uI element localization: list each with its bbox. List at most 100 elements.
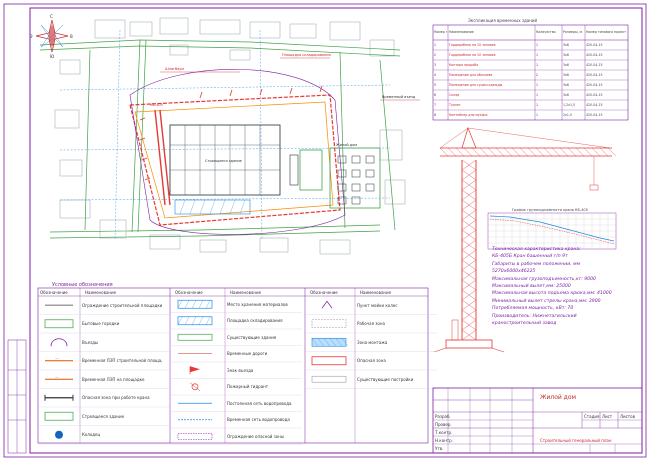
legend-symbol [177, 299, 213, 309]
explication-cell: Контейнер для мусора [449, 113, 488, 117]
legend-col-header: Обозначение [40, 290, 68, 295]
explication-cell: Контора прораба [449, 63, 479, 67]
legend-symbol [177, 333, 213, 341]
legend-symbol [50, 338, 68, 347]
legend-symbol [177, 316, 213, 326]
plan-label-barrier: Шлагбаум [165, 67, 184, 71]
title-block-subtitle: Строительный генеральный план [540, 438, 612, 443]
explication-cell: Туалет [449, 103, 461, 107]
inner-frame [29, 7, 643, 454]
crane-spec-line: КБ-405Б Кран башенный г/п 9т [492, 254, 568, 260]
legend-label: Ограждение строительной площадки [82, 302, 162, 308]
crane-spec-line: Производитель: Нижнетагильский [492, 313, 577, 319]
explication-cell: 420-04-15 [586, 103, 603, 107]
legend-symbol [311, 319, 347, 329]
explication-cell: 420-04-15 [586, 73, 603, 77]
legend-symbol [44, 319, 74, 329]
site-fence [129, 94, 341, 226]
explication-cell: 2 [536, 73, 539, 77]
legend-label: Временная ЛЭП строительной площадки [82, 358, 162, 364]
tower-crane-drawing [433, 126, 617, 353]
explication-cell: 3х6 [563, 53, 569, 57]
legend-symbol: — [45, 375, 73, 380]
explication-cell: 1,2х1,5 [563, 103, 576, 107]
explication-table [432, 24, 629, 121]
title-block-title: Жилой дом [540, 394, 577, 401]
plan-label-entry: Временный въезд [382, 95, 416, 99]
temporary-power-line [134, 101, 334, 219]
legend-symbol [311, 375, 347, 383]
explication-cell: 420-04-15 [586, 43, 603, 47]
legend-label: Опасная зона [357, 358, 386, 364]
explication-cell: 420-04-15 [586, 53, 603, 57]
title-block-sheet: Лист [602, 414, 613, 419]
legend-label: Рабочая зона [357, 321, 385, 327]
crane-capacity-chart [487, 212, 617, 250]
crane-spec-line: Минимальный вылет стрелы крана,мм: 3900 [492, 298, 601, 304]
explication-cell: 420-04-15 [586, 93, 603, 97]
legend-symbol [189, 382, 201, 391]
explication-cell: 420-04-15 [586, 83, 603, 87]
site-plan: Шлагбаум Площадка складирования Строящее… [30, 14, 420, 255]
legend-title: Условные обозначения [52, 282, 113, 288]
title-role-4: Утв. [435, 446, 444, 451]
explication-cell: 5 [434, 83, 437, 87]
explication-cell: 6 [434, 93, 437, 97]
legend-symbol [44, 394, 74, 401]
explication-cell: 3х6 [563, 43, 569, 47]
title-block [432, 387, 643, 454]
explication-cell: 3 [434, 63, 437, 67]
explication-cell: 1 [536, 43, 539, 47]
explication-cell: 2 [434, 53, 437, 57]
legend-label: Временные дороги [227, 351, 268, 357]
crane-spec-line: Габариты в рабочем положении, мм [492, 261, 581, 267]
crane-spec-line: Максимальная высота подъема крюка,мм: 41… [492, 291, 612, 297]
title-role-2: Т.контр. [435, 430, 453, 435]
explication-cell: 3х6 [563, 83, 569, 87]
capacity-chart-title: График грузоподъемности крана КБ-405 [512, 208, 588, 212]
explication-header-4: Номер типового проекта [586, 30, 626, 34]
title-role-3: Н.контр. [435, 438, 453, 443]
explication-header-2: Количество [536, 30, 556, 34]
building-under-construction [169, 124, 281, 196]
legend-label: Опасная зона при работе крана [82, 395, 150, 401]
legend-symbol [311, 356, 347, 366]
plan-label-storage: Площадка складирования [282, 53, 331, 57]
legend-label: Строящееся здание [82, 413, 125, 419]
explication-cell: 1 [536, 103, 539, 107]
explication-header-0: Номер на плане [434, 30, 447, 34]
legend-label: Место хранения материалов [227, 301, 288, 307]
legend-label: Временная сеть водопровода [227, 417, 290, 423]
explication-title: Экспликация временных зданий [468, 18, 538, 23]
explication-cell: Гардеробная на 10 человек [449, 43, 496, 47]
legend-label: Постоянная сеть водопровода [227, 400, 292, 406]
svg-text:З: З [30, 34, 33, 39]
legend-label: Зона монтажа [357, 339, 388, 345]
legend-label: Пожарный гидрант [227, 384, 269, 390]
explication-cell: 1 [536, 63, 539, 67]
explication-header-3: Размеры, м [563, 30, 582, 34]
explication-header-1: Наименование [449, 30, 474, 34]
title-block-sheets: Листов [620, 414, 635, 419]
plan-label-house: Жилой дом [336, 143, 357, 147]
explication-cell: 1 [434, 43, 437, 47]
explication-cell: Гардеробная на 10 человек [449, 53, 496, 57]
title-role-0: Разраб. [435, 414, 451, 419]
legend-col-header: Наименование [230, 290, 262, 295]
plan-label-crane: КБ-405 [150, 103, 163, 107]
crane-spec-line: Потребляемая мощность, кВт: 70 [492, 306, 574, 312]
legend-label: Существующие здания [227, 334, 277, 340]
explication-cell: Помещение для сушки одежды [449, 83, 503, 87]
legend-label: Колодец [82, 432, 101, 438]
explication-cell: 1 [536, 53, 539, 57]
legend-label: Ограждение опасной зоны [227, 433, 285, 439]
explication-cell: 2х1,5 [563, 113, 572, 117]
crane-danger-zone [129, 69, 346, 235]
explication-cell: 7 [434, 103, 437, 107]
legend-label: Пункт мойки колес [357, 302, 398, 308]
legend-col-header: Наименование [85, 290, 117, 295]
legend-symbol [177, 432, 213, 440]
explication-cell: 420-04-15 [586, 113, 603, 117]
crane-spec-line: Техническая характеристика крана: [492, 247, 581, 252]
legend-label: Бытовые городки [82, 321, 120, 327]
